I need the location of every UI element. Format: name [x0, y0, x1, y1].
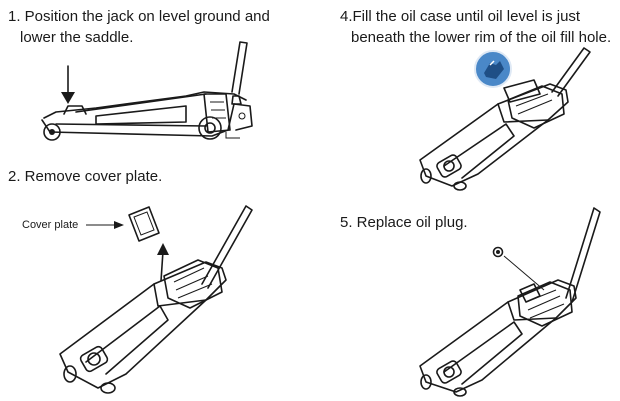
step-1-line-1: 1. Position the jack on level ground and — [8, 8, 270, 25]
jack-angled-view-step-2 — [59, 205, 253, 394]
step-4-line-1: 4.Fill the oil case until oil level is j… — [340, 8, 581, 25]
step-4-text: 4.Fill the oil case until oil level is j… — [340, 6, 611, 48]
step-2-line-1: 2. Remove cover plate. — [8, 168, 163, 185]
step-2-panel: 2. Remove cover plate. Cover plate — [0, 160, 300, 401]
oil-plug-leader — [503, 255, 545, 291]
step-5-text: 5. Replace oil plug. — [340, 212, 468, 233]
up-arrow-icon — [157, 243, 169, 282]
step-1-line-2: lower the saddle. — [20, 29, 134, 46]
step-5-panel: 5. Replace oil plug. — [320, 200, 620, 401]
cover-plate-label: Cover plate — [22, 219, 79, 231]
jack-angled-view-step-5 — [419, 207, 601, 397]
step-2-text: 2. Remove cover plate. — [8, 166, 162, 187]
jack-angled-view-step-4 — [419, 47, 591, 191]
step-5-line-1: 5. Replace oil plug. — [340, 214, 468, 231]
down-arrow-icon — [61, 65, 75, 104]
cover-plate-icon — [128, 206, 160, 242]
step-1-panel: 1. Position the jack on level ground and… — [0, 0, 300, 160]
jack-side-view — [41, 41, 253, 141]
step-1-text: 1. Position the jack on level ground and… — [8, 6, 270, 48]
oil-plug-icon — [492, 246, 504, 258]
oil-drop-icon — [474, 50, 512, 88]
step-4-panel: 4.Fill the oil case until oil level is j… — [320, 0, 620, 200]
cover-plate-leader — [86, 221, 124, 229]
step-4-line-2: beneath the lower rim of the oil fill ho… — [351, 29, 612, 46]
